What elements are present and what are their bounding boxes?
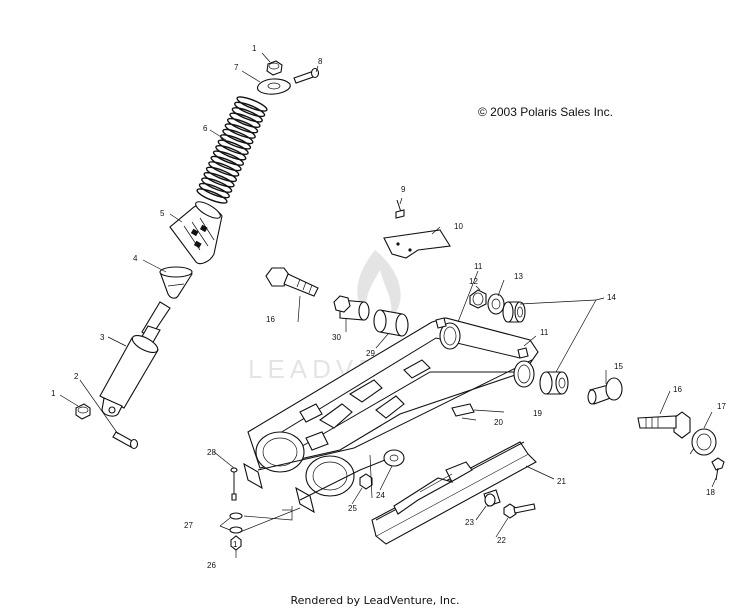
part-14-bushing-lower <box>539 371 569 395</box>
callout-18: 18 <box>706 488 715 497</box>
callout-labels: 1 8 7 6 5 4 3 2 1 9 10 11 12 13 14 11 15… <box>51 44 726 570</box>
part-7-retainer <box>256 78 291 95</box>
callout-30: 30 <box>332 333 341 342</box>
callout-13: 13 <box>514 272 523 281</box>
part-8-bolt <box>293 67 320 84</box>
callout-11-lower: 11 <box>540 328 549 337</box>
part-16-upper-bolt <box>265 267 319 297</box>
part-9-rivet <box>395 199 405 219</box>
callout-1-lower: 1 <box>233 540 238 549</box>
callout-25: 25 <box>348 504 357 513</box>
callout-10: 10 <box>454 222 463 231</box>
callout-20: 20 <box>494 418 503 427</box>
callout-27: 27 <box>184 521 193 530</box>
callout-29: 29 <box>366 349 375 358</box>
spring-coil <box>203 172 235 188</box>
part-11-bushing-upper <box>435 317 461 350</box>
callout-17: 17 <box>717 402 726 411</box>
callout-9: 9 <box>401 185 406 194</box>
part-13-washer <box>487 293 505 315</box>
footer-credit: Rendered by LeadVenture, Inc. <box>290 594 460 607</box>
part-6-spring <box>196 96 268 204</box>
spring-coil <box>229 112 261 128</box>
spring-coil <box>236 96 268 112</box>
spring-coil <box>205 166 238 183</box>
callout-16-upper: 16 <box>266 315 275 324</box>
part-26-nut <box>230 535 242 551</box>
spring-coil <box>224 123 256 139</box>
part-28-bolt <box>230 467 238 501</box>
callout-26: 26 <box>207 561 216 570</box>
part-23-spacer <box>483 489 501 507</box>
callout-1-bottom: 1 <box>51 389 56 398</box>
part-17-clip <box>689 428 717 456</box>
part-30-bushing <box>333 295 370 321</box>
spring-coil <box>208 161 240 177</box>
callout-24: 24 <box>376 491 385 500</box>
copyright-text: © 2003 Polaris Sales Inc. <box>478 105 613 119</box>
part-24-wheel <box>383 449 405 467</box>
callout-15: 15 <box>614 362 623 371</box>
spring-coil <box>215 144 247 161</box>
callout-7: 7 <box>234 63 239 72</box>
spring-coil <box>222 128 254 145</box>
callout-1-top: 1 <box>252 44 257 53</box>
callout-11-upper: 11 <box>474 262 483 271</box>
callout-2: 2 <box>74 372 79 381</box>
callout-14: 14 <box>607 293 616 302</box>
spring-coil <box>231 107 263 123</box>
spring-coil <box>234 101 266 118</box>
part-1-top-nut <box>266 60 283 76</box>
spring-coil <box>217 139 249 156</box>
spring-coil <box>210 155 242 172</box>
part-21-rail <box>371 441 537 545</box>
part-18-screw <box>711 457 725 481</box>
callout-19: 19 <box>533 409 542 418</box>
callout-22: 22 <box>497 536 506 545</box>
part-29-spacer <box>373 309 409 337</box>
part-11-bushing-lower <box>513 347 535 388</box>
part-16-right-bolt <box>637 411 691 439</box>
spring-coil <box>226 117 259 134</box>
part-4-cup <box>159 266 193 299</box>
leader-lines <box>59 52 717 558</box>
spring-coil <box>196 188 228 204</box>
callout-21: 21 <box>557 477 566 486</box>
part-15-shaft <box>587 377 623 405</box>
callout-8: 8 <box>318 57 323 66</box>
spring-coil <box>201 177 233 193</box>
spring-coil <box>212 150 245 166</box>
callout-12: 12 <box>469 277 478 286</box>
spring-coil <box>198 182 230 199</box>
callout-5: 5 <box>160 209 165 218</box>
callout-16-right: 16 <box>673 385 682 394</box>
part-1-bottom-nut <box>75 403 91 420</box>
callout-4: 4 <box>133 254 138 263</box>
callout-6: 6 <box>203 124 208 133</box>
part-3-shock-body <box>99 301 171 417</box>
part-10-plate <box>383 229 451 259</box>
part-12-nut <box>469 289 487 309</box>
part-5-sleeve <box>169 201 223 265</box>
part-19-swing-arm <box>243 317 539 514</box>
callout-3: 3 <box>100 333 105 342</box>
callout-23: 23 <box>465 518 474 527</box>
part-2-bolt <box>112 431 139 450</box>
spring-coil <box>219 134 252 150</box>
part-22-bolt <box>503 503 536 519</box>
part-25-nut <box>359 473 373 490</box>
callout-28: 28 <box>207 448 216 457</box>
part-14-bushing-upper <box>502 301 526 323</box>
part-27-washer-upper <box>229 512 243 520</box>
